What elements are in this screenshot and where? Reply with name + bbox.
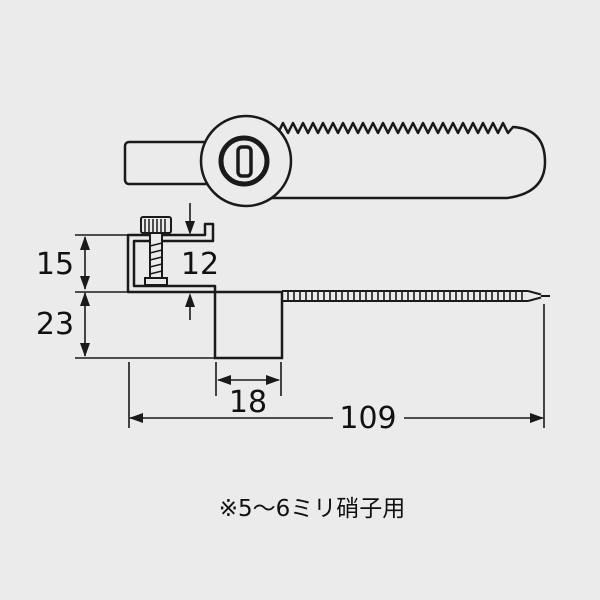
dim-109-label: 109 — [339, 401, 396, 436]
dim-23-arrow-down — [80, 343, 90, 357]
dim-12-arrow-up — [185, 293, 195, 307]
mount-tab — [123, 140, 212, 186]
thumbscrew — [140, 216, 172, 286]
dim-12-arrow-down — [185, 221, 195, 235]
dim-18-arrow-left — [217, 375, 231, 385]
dim-18-arrow-right — [266, 375, 280, 385]
dim-12-label: 12 — [181, 247, 219, 282]
dim-109-arrow-left — [129, 413, 143, 423]
dimension-23: 23 — [36, 292, 90, 357]
keyhole-ring — [218, 135, 270, 187]
dimension-15: 15 — [36, 236, 90, 290]
dim-109-extensions — [128, 304, 545, 428]
ratchet-strap-side — [282, 290, 550, 302]
caption: ※5〜6ミリ硝子用 — [219, 496, 406, 522]
keyhole-slot — [236, 145, 253, 178]
extension-lines — [75, 234, 215, 359]
thumbscrew-knurling — [144, 219, 166, 232]
dimension-109: 109 — [128, 304, 545, 436]
dim-15-arrow-down — [80, 276, 90, 290]
thumbscrew-foot — [144, 277, 168, 286]
dim-15-label: 15 — [36, 247, 74, 282]
lock-housing — [213, 290, 284, 360]
dim-18-extensions — [215, 362, 282, 396]
dim-109-arrow-right — [530, 413, 544, 423]
strap-outline — [282, 290, 550, 302]
ratchet-strap-top — [254, 121, 547, 200]
dim-23-arrow-up — [80, 292, 90, 306]
dim-18-label: 18 — [229, 385, 267, 420]
dimension-12: 12 — [181, 203, 219, 320]
lock-top-view — [123, 114, 547, 208]
dim-15-arrow-up — [80, 236, 90, 250]
thumbscrew-threads — [149, 242, 163, 275]
dim-23-label: 23 — [36, 307, 74, 342]
dimension-18: 18 — [215, 362, 282, 420]
lock-side-view: 15 23 12 18 — [36, 203, 550, 436]
strap-teeth-ticks — [287, 292, 523, 301]
